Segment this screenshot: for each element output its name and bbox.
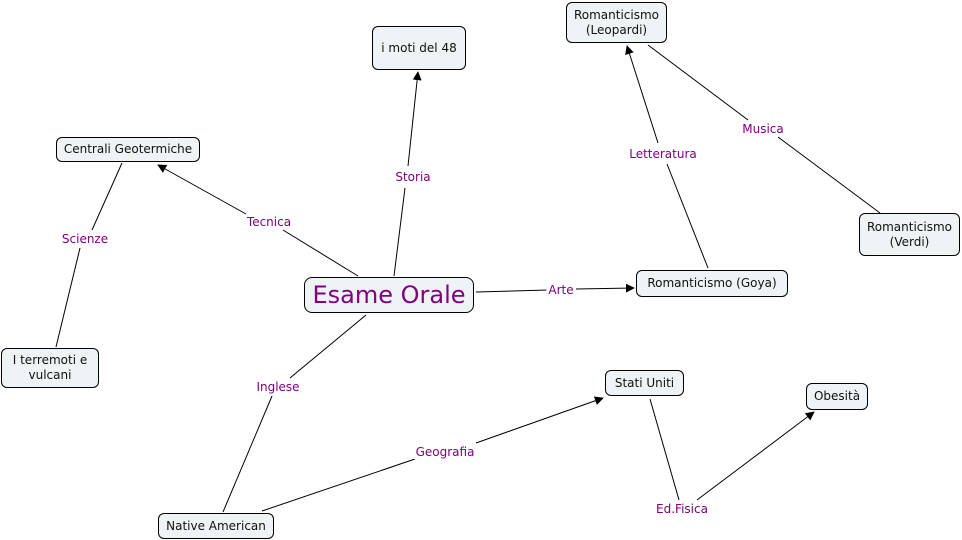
link-label-musica: Musica <box>740 122 786 136</box>
link-label-storia: Storia <box>393 170 433 184</box>
link-label-letteratura: Letteratura <box>627 147 699 161</box>
link-label-ed-fisica: Ed.Fisica <box>654 502 710 516</box>
node-romanticismo-leopardi[interactable]: Romanticismo (Leopardi) <box>566 2 667 43</box>
edge-esame-storia <box>393 187 406 277</box>
edge-centrali-scienze <box>91 162 123 231</box>
edge-edfisica-obesita <box>696 411 815 501</box>
node-native-american[interactable]: Native American <box>158 513 274 539</box>
edge-goya-letteratura <box>666 163 709 269</box>
edge-inglese-native <box>222 395 273 513</box>
edge-esame-arte <box>475 289 549 293</box>
node-romanticismo-goya[interactable]: Romanticismo (Goya) <box>636 270 788 297</box>
link-label-geografia: Geografia <box>413 445 477 459</box>
edge-scienze-terremoti <box>55 247 81 348</box>
link-label-tecnica: Tecnica <box>244 215 294 229</box>
edge-leopardi-musica <box>647 44 749 121</box>
edge-geografia-statiuniti <box>475 396 604 444</box>
node-esame-orale[interactable]: Esame Orale <box>304 277 474 313</box>
edge-esame-tecnica <box>282 229 359 277</box>
node-centrali-geotermiche[interactable]: Centrali Geotermiche <box>56 137 200 162</box>
link-label-scienze: Scienze <box>59 232 111 246</box>
edge-esame-inglese <box>289 314 367 379</box>
edge-letteratura-leopardi <box>625 45 659 144</box>
edge-storia-moti48 <box>407 71 422 167</box>
node-romanticismo-verdi[interactable]: Romanticismo (Verdi) <box>859 213 960 256</box>
node-obesita[interactable]: Obesità <box>806 383 868 410</box>
edge-arte-goya <box>575 283 635 293</box>
edge-statiuniti-edfisica <box>649 398 680 501</box>
node-stati-uniti[interactable]: Stati Uniti <box>605 370 684 396</box>
node-terremoti-vulcani[interactable]: I terremoti e vulcani <box>1 348 99 388</box>
link-label-inglese: Inglese <box>254 380 302 394</box>
link-label-arte: Arte <box>546 283 576 297</box>
edge-native-geografia <box>261 458 416 512</box>
node-moti-del-48[interactable]: i moti del 48 <box>372 26 466 70</box>
edge-musica-verdi <box>777 136 881 214</box>
edge-tecnica-centrali <box>157 164 247 215</box>
